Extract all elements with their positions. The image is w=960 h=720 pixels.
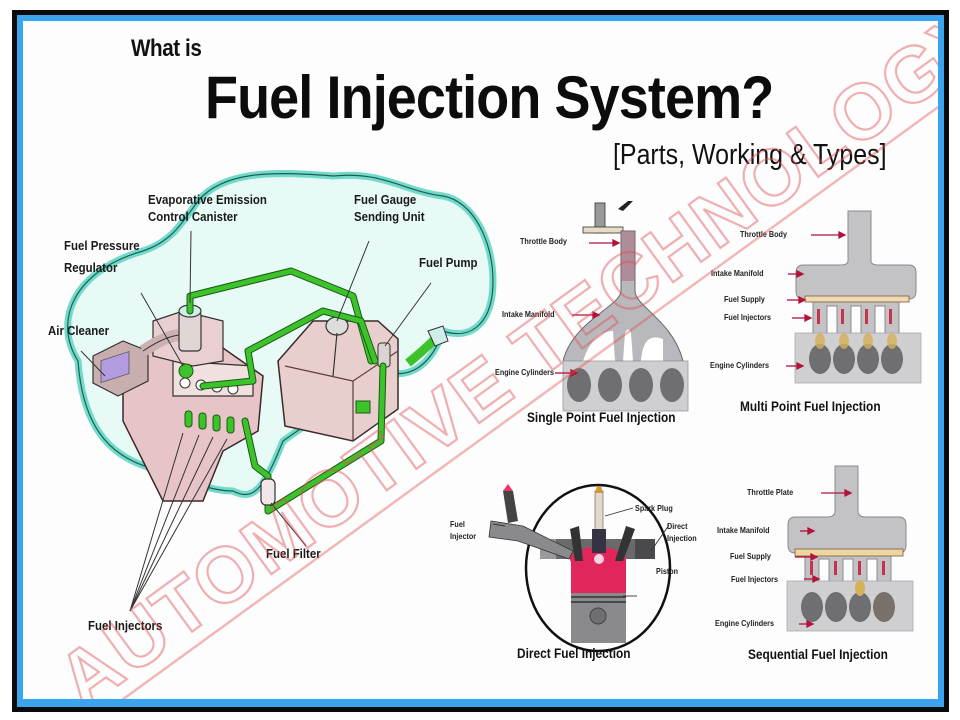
label-fuel-filter: Fuel Filter [266,546,321,561]
seq-label-fuel-supply: Fuel Supply [730,551,771,561]
air-cleaner [92,329,190,397]
mp-label-fuel-injectors: Fuel Injectors [724,312,771,322]
mp-fuel-rail [804,295,910,303]
label-fuel-pump: Fuel Pump [419,255,478,270]
caption-direct: Direct Fuel Injection [517,646,631,661]
direct-injection-cylinder [488,483,672,653]
direct-injection-diagram [488,483,672,653]
label-fuel-pressure-regulator-line1: Fuel Pressure [64,238,140,253]
di-label-fuel-injector-line1: Fuel [450,519,465,529]
direct-leader-lines [492,507,670,597]
multi-point-arrows [786,230,847,371]
di-label-direct-injection-line1: Direct [667,521,688,531]
single-point-arrows [555,238,621,378]
pre-title: What is [131,35,202,62]
single-point-manifold [562,201,689,412]
pump-strainer [355,400,371,414]
label-evap-canister-line2: Control Canister [148,209,238,224]
label-fuel-injectors: Fuel Injectors [88,618,163,633]
caption-single-point: Single Point Fuel Injection [527,410,676,425]
caption-multi-point: Multi Point Fuel Injection [740,399,881,414]
label-air-cleaner: Air Cleaner [48,323,110,338]
label-fuel-gauge-line1: Fuel Gauge [354,192,417,207]
seq-label-fuel-injectors: Fuel Injectors [731,574,778,584]
di-label-direct-injection-line2: Injection [667,533,697,543]
sequential-arrows [795,488,853,629]
label-fuel-gauge-line2: Sending Unit [354,209,425,224]
seq-label-intake-manifold: Intake Manifold [717,525,770,535]
fuel-filter [260,478,276,506]
sp-label-throttle-body: Throttle Body [520,236,567,246]
sequential-manifold [786,465,914,632]
sp-label-engine-cylinders: Engine Cylinders [495,367,555,377]
fuel-injector-nozzle [488,484,574,560]
injectors [178,363,235,434]
infographic-canvas: What is Fuel Injection System? [Parts, W… [23,21,938,699]
page-title: Fuel Injection System? [205,64,774,131]
di-label-spark-plug: Spark Plug [635,503,673,513]
caption-sequential: Sequential Fuel Injection [748,647,888,662]
mp-label-intake-manifold: Intake Manifold [711,268,764,278]
multi-point-manifold [794,210,922,384]
car-fuel-system-diagram [64,170,497,612]
label-fuel-pressure-regulator-line2: Regulator [64,260,118,275]
label-evap-canister-line1: Evaporative Emission [148,192,267,207]
single-point-diagram [555,201,689,412]
pressure-regulator [178,363,194,379]
seq-label-throttle-plate: Throttle Plate [747,487,794,497]
multi-point-diagram [786,210,922,384]
page-subtitle: [Parts, Working & Types] [613,139,887,171]
mp-label-engine-cylinders: Engine Cylinders [710,360,770,370]
sp-label-intake-manifold: Intake Manifold [502,309,555,319]
mp-label-throttle-body: Throttle Body [740,229,787,239]
di-label-piston: Piston [656,566,679,576]
di-label-fuel-injector-line2: Injector [450,531,477,541]
leader-lines [80,230,432,612]
sequential-diagram [786,465,914,632]
mp-label-fuel-supply: Fuel Supply [724,294,765,304]
seq-fuel-rail [794,548,904,557]
evap-canister [178,304,202,352]
seq-label-engine-cylinders: Engine Cylinders [715,618,775,628]
